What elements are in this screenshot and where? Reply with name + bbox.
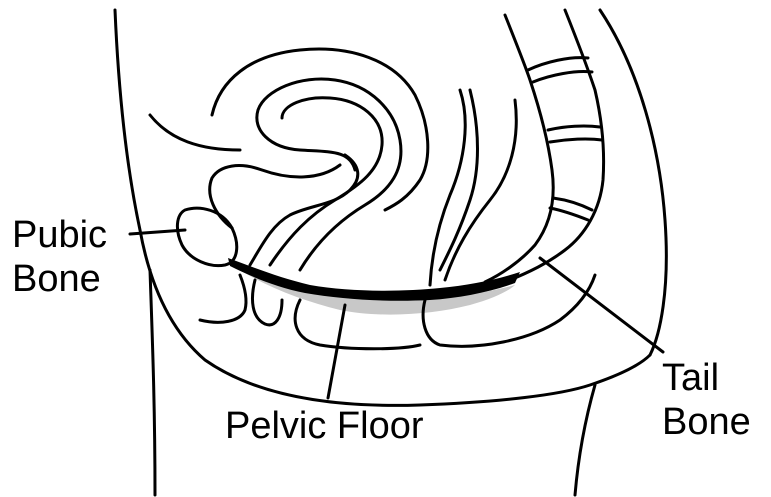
tail-bone-label-line-2: Bone [662, 400, 751, 444]
tail-bone-label-line-1: Tail [662, 356, 751, 400]
pubic-bone-label-line-2: Bone [12, 257, 107, 301]
body-outline-back [600, 10, 666, 355]
pubic-bone-label-line-1: Pubic [12, 213, 107, 257]
rectum-back [445, 100, 516, 280]
vertebra-1 [528, 58, 588, 70]
abdomen-fold-2 [440, 90, 478, 270]
vertebra-2 [533, 72, 592, 82]
tail-bone-leader [540, 258, 663, 352]
pubic-bone-shape [177, 208, 236, 265]
vertebra-3 [548, 126, 600, 130]
abdomen-fold-1 [150, 115, 240, 150]
pelvic-floor-label: Pelvic Floor [225, 404, 424, 448]
perineum-lobe-4 [423, 275, 595, 346]
uterus-inner [270, 98, 382, 265]
vertebra-6 [550, 208, 588, 220]
vertebra-5 [553, 198, 592, 210]
thigh-outline-right [575, 385, 595, 495]
thigh-outline-left [150, 270, 155, 495]
pubic-bone-label: Pubic Bone [12, 213, 107, 301]
tail-bone-label: Tail Bone [662, 356, 751, 444]
spine-front [485, 15, 553, 282]
bladder-outline [210, 165, 340, 228]
perineum-lobe-1 [200, 275, 246, 322]
uterus-top [212, 49, 428, 210]
pelvic-floor-leader [328, 305, 345, 398]
vertebra-4 [550, 139, 602, 142]
